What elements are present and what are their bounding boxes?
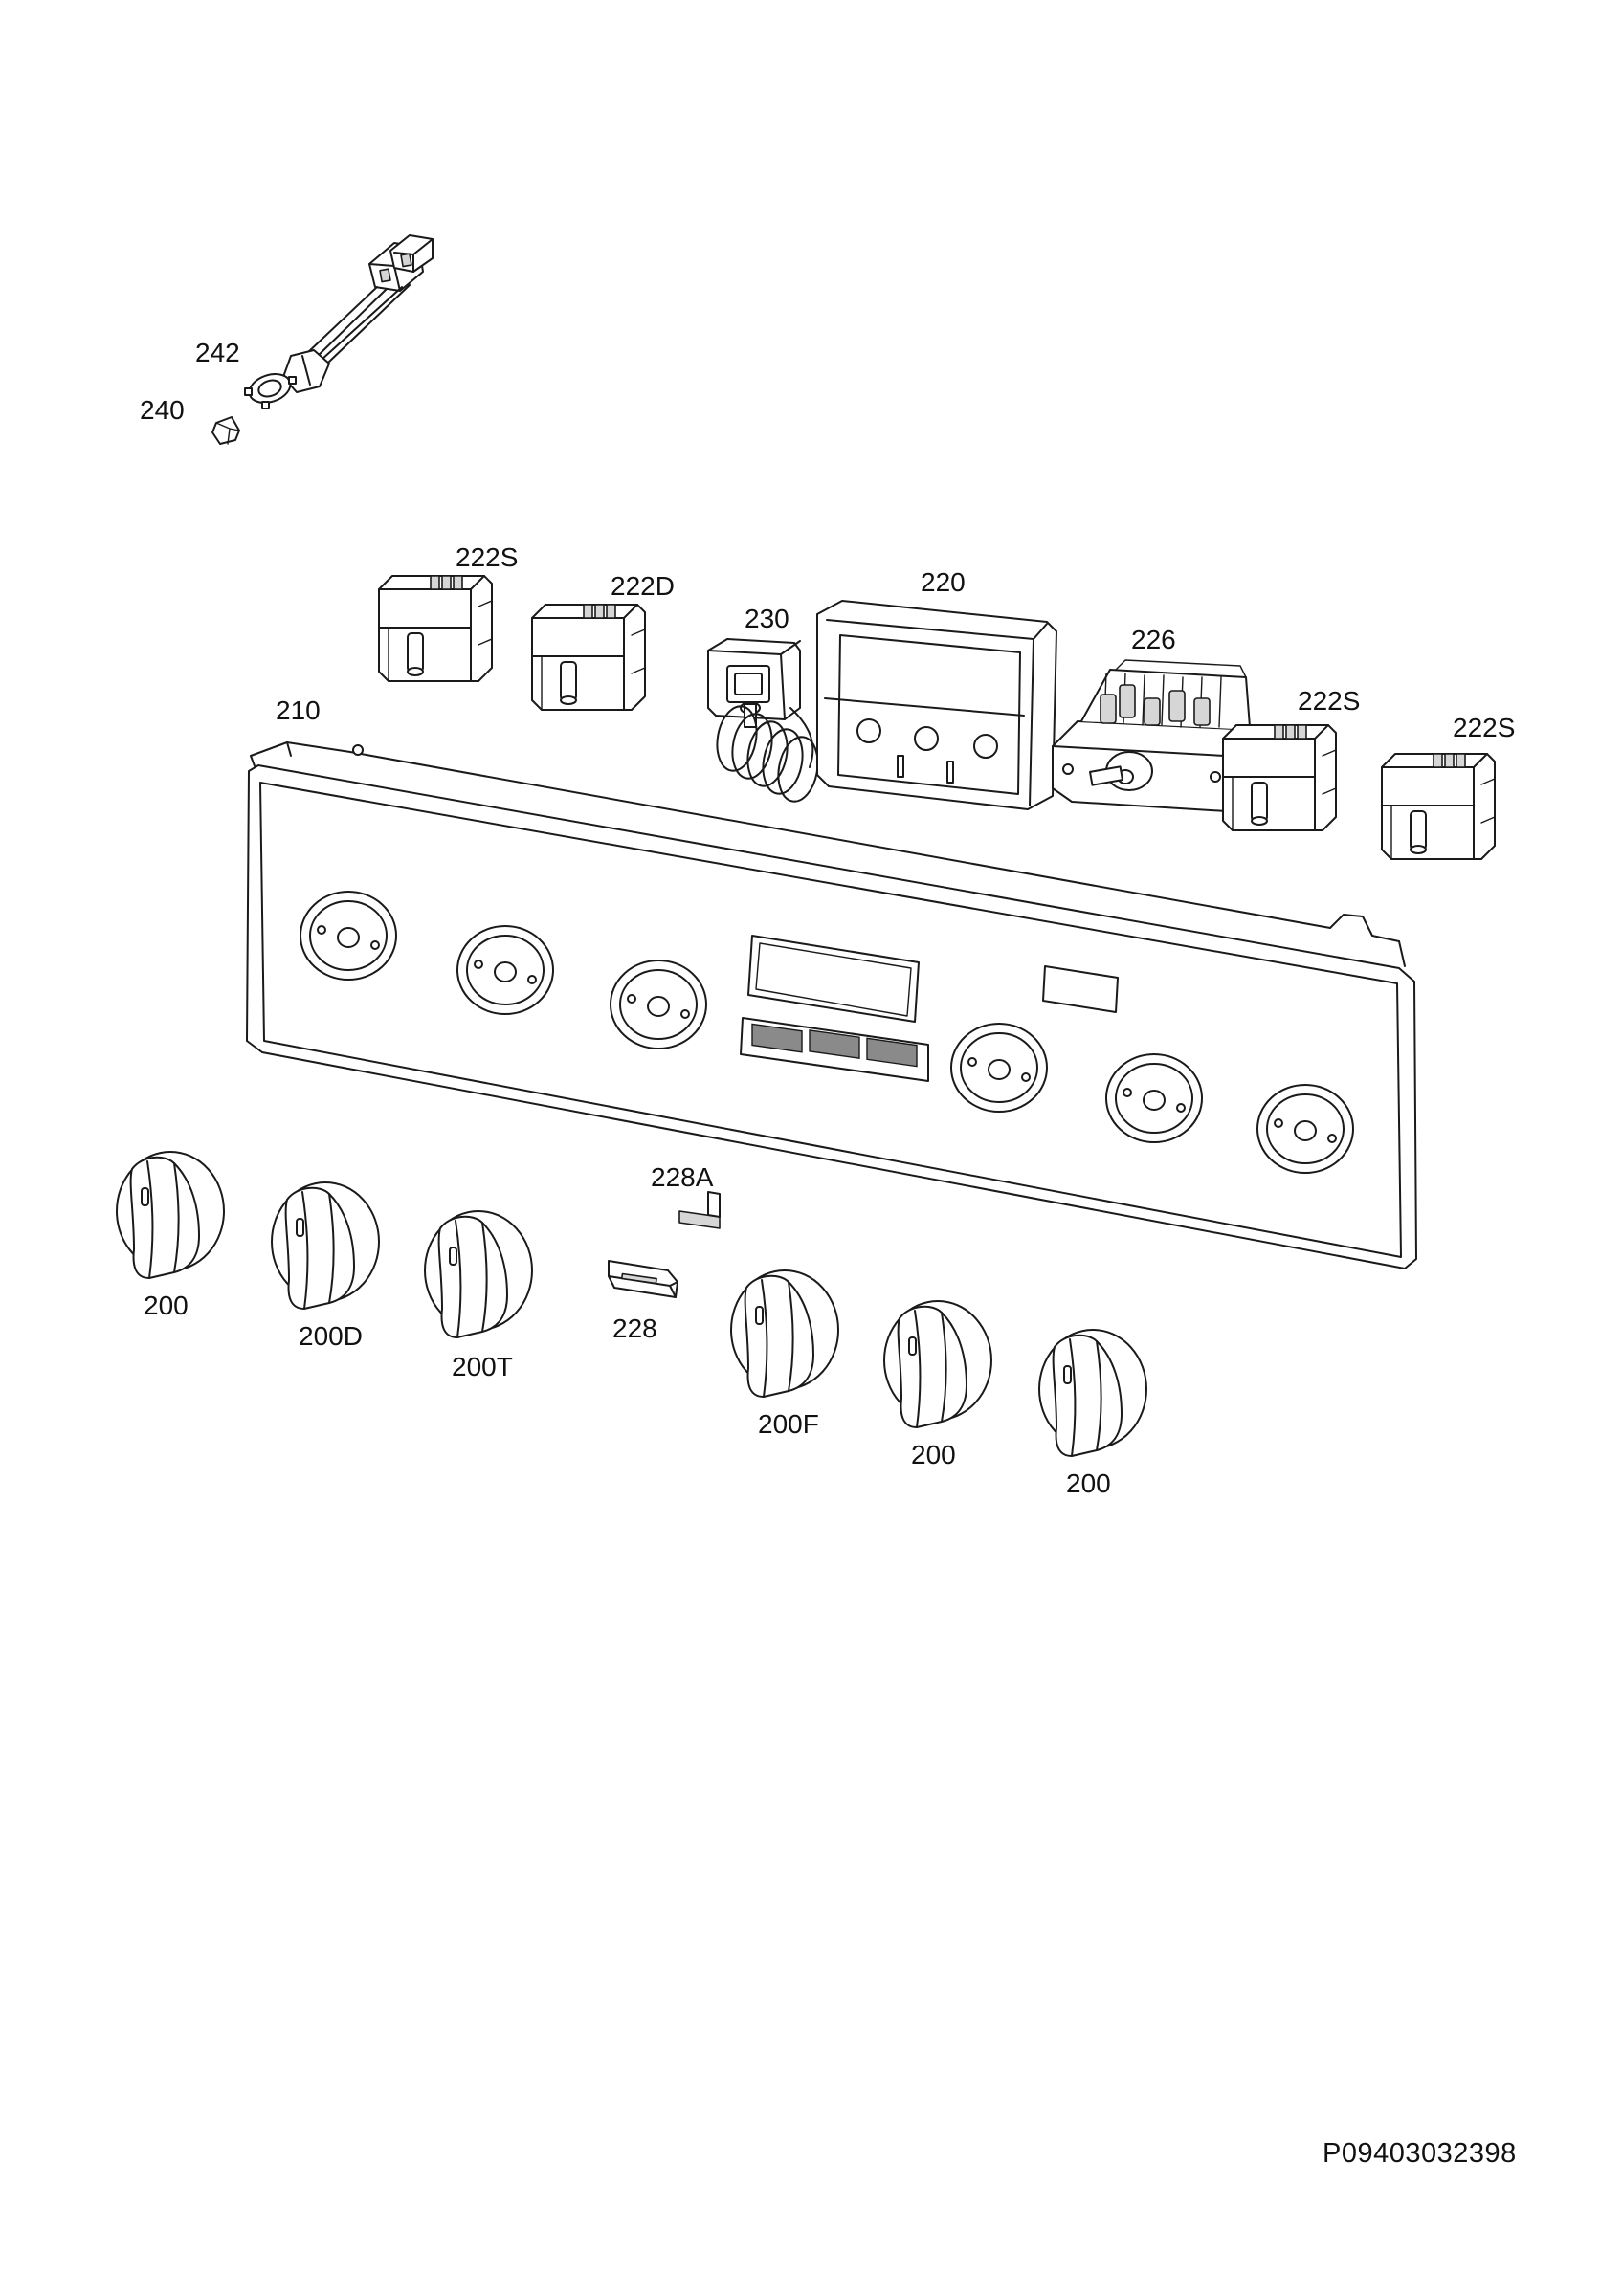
part-222s-switch-1	[378, 575, 493, 682]
part-228a-clip	[678, 1191, 721, 1229]
document-id: P09403032398	[1323, 2138, 1517, 2169]
label-228: 228	[612, 1314, 657, 1343]
label-200t: 200T	[452, 1352, 513, 1381]
part-200-knob-3	[1038, 1329, 1147, 1457]
label-230: 230	[745, 604, 789, 633]
label-200f: 200F	[758, 1409, 819, 1439]
label-222d: 222D	[611, 571, 675, 601]
part-222s-switch-2	[1222, 724, 1337, 831]
part-226-selector-switch	[1052, 659, 1251, 812]
label-222s-2: 222S	[1298, 686, 1360, 716]
label-242: 242	[195, 338, 240, 367]
part-200d-knob	[271, 1181, 380, 1310]
part-228-button	[608, 1260, 678, 1298]
label-240: 240	[140, 395, 185, 425]
part-240-cap	[211, 416, 240, 445]
label-200-2: 200	[911, 1440, 956, 1469]
label-200d: 200D	[299, 1321, 363, 1351]
part-200-knob-1	[116, 1151, 225, 1279]
label-226: 226	[1131, 625, 1176, 654]
label-210: 210	[276, 695, 321, 725]
part-220-display-housing	[816, 600, 1057, 810]
label-220: 220	[921, 567, 966, 597]
label-228a: 228A	[651, 1162, 714, 1192]
label-222s-1: 222S	[456, 542, 518, 572]
label-200-3: 200	[1066, 1468, 1111, 1498]
part-222s-switch-3	[1381, 753, 1496, 860]
part-200-knob-2	[883, 1300, 992, 1428]
part-210-control-panel	[246, 741, 1417, 1269]
label-222s-3: 222S	[1453, 713, 1515, 742]
label-200-1: 200	[144, 1291, 189, 1320]
part-200f-knob	[730, 1269, 839, 1398]
part-242-wire-harness	[244, 234, 434, 409]
part-230-thermostat	[707, 638, 819, 803]
part-222d-switch	[531, 604, 646, 711]
part-200t-knob	[424, 1210, 533, 1338]
